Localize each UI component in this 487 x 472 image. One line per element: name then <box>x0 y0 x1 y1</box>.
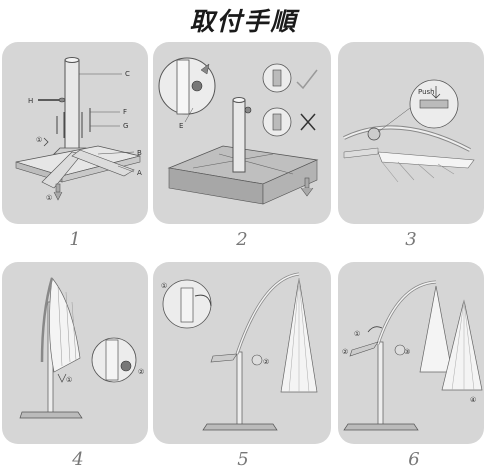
step-5-illustration: ① ② <box>161 272 318 431</box>
step-number-1: 1 <box>69 229 81 250</box>
step-6-marker-1: ① <box>354 330 360 338</box>
step-5-marker-2: ② <box>263 358 269 366</box>
step-6-marker-4: ④ <box>470 396 476 404</box>
part-label-g: G <box>123 122 128 130</box>
step-5-panel: ① ② <box>153 262 331 444</box>
step-4-marker-2: ② <box>138 368 144 376</box>
step-2-panel: E <box>153 42 331 224</box>
step-5-marker-1: ① <box>161 282 167 290</box>
step-6-illustration: ① ② ③ ④ <box>342 280 483 431</box>
part-label-a: A <box>137 169 142 177</box>
step-6-panel: ① ② ③ ④ <box>338 262 484 444</box>
step-number-5: 5 <box>237 449 249 470</box>
step-1-marker-1b: ① <box>46 194 52 202</box>
step-1-marker-1a: ① <box>36 136 42 144</box>
step-number-2: 2 <box>236 229 248 250</box>
part-label-f: F <box>123 108 127 116</box>
part-label-b: B <box>137 149 142 157</box>
step-3-panel: Push <box>338 42 484 224</box>
step-4-illustration: ① ② <box>19 277 144 419</box>
step-3-illustration: Push <box>343 79 475 183</box>
step-6-marker-2: ② <box>342 348 348 356</box>
step-1-illustration: C H F G B A ① ① <box>15 57 142 202</box>
part-label-c: C <box>125 70 130 78</box>
part-label-h: H <box>28 97 33 105</box>
step-number-3: 3 <box>405 229 417 250</box>
step-4-panel: ① ② <box>2 262 148 444</box>
push-label: Push <box>418 88 435 96</box>
step-1-panel: C H F G B A ① ① <box>2 42 148 224</box>
step-6-marker-3: ③ <box>404 348 410 356</box>
step-number-4: 4 <box>72 449 84 470</box>
step-number-6: 6 <box>408 449 420 470</box>
step-2-illustration: E <box>158 57 319 205</box>
step-4-marker-1: ① <box>66 376 72 384</box>
part-label-e: E <box>179 122 183 130</box>
instructions-title: 取付手順 <box>189 7 298 36</box>
